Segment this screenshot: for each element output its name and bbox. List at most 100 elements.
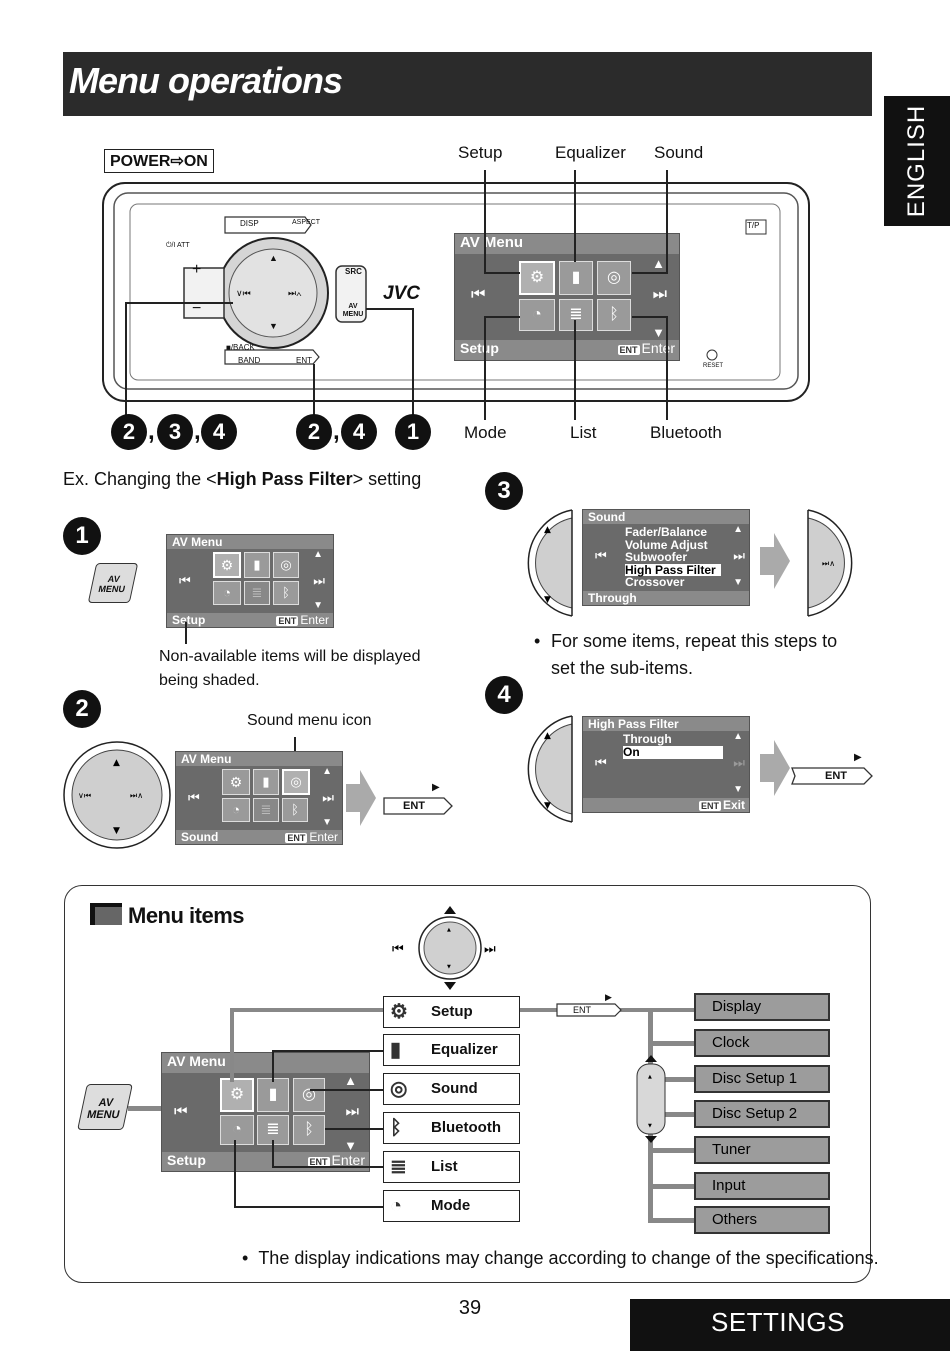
setup-sub-item-tuner[interactable]: Tuner [694, 1136, 830, 1164]
control-dial-partial[interactable]: ▲ ▼ [524, 714, 580, 824]
volume-minus-button[interactable]: − [192, 300, 202, 317]
page-title: Menu operations [69, 60, 343, 101]
svg-text:▼: ▼ [544, 801, 551, 811]
reset-button[interactable]: RESET [703, 363, 724, 369]
hpf-option-list: Through On [623, 733, 723, 759]
control-dial[interactable]: ▲ ▼ ∨⏮ ⏭∧ [62, 740, 172, 850]
language-tab-label: ENGLISH [903, 104, 930, 218]
control-dial-partial[interactable]: ▲ ▼ [524, 508, 580, 618]
menu-item-equalizer[interactable]: ▮ Equalizer [383, 1034, 520, 1066]
setup-sub-item-clock[interactable]: Clock [694, 1029, 830, 1057]
speaker-icon: ◎ [293, 1078, 325, 1112]
back-button[interactable]: ■/BACK [226, 343, 255, 352]
step-marker-1: 1 [395, 414, 431, 450]
menu-items-note: • The display indications may change acc… [242, 1248, 879, 1268]
screen-header: AV Menu [455, 234, 679, 254]
svg-text:▲: ▲ [544, 731, 551, 741]
callout-setup: Setup [458, 143, 503, 162]
play-indicator-icon: ▶ [605, 992, 612, 1002]
menu-ent-button[interactable]: ENT [573, 1005, 591, 1015]
tp-button[interactable]: T/P [747, 221, 760, 230]
disp-button[interactable]: DISP [240, 219, 259, 228]
step2-ent-button[interactable]: ENT [403, 800, 425, 812]
prev-icon: ⏮ [595, 755, 607, 770]
list-item-selected[interactable]: On [623, 746, 723, 759]
screen-header: AV Menu [167, 535, 333, 549]
list-item-selected[interactable]: High Pass Filter [625, 563, 721, 576]
step-marker-2: 2 [296, 414, 332, 450]
bluetooth-icon: ᛒ [597, 299, 631, 331]
setup-sub-item-others[interactable]: Others [694, 1206, 830, 1234]
equalizer-icon: ▮ [390, 1039, 402, 1061]
setup-sub-item-disc-setup-1[interactable]: Disc Setup 1 [694, 1065, 830, 1093]
av-menu-key[interactable]: AV MENU [87, 563, 139, 603]
play-indicator-icon: ▶ [854, 752, 862, 763]
up-arrow-icon: ▲ [322, 766, 332, 777]
power-on-label: POWER⇨ON [104, 149, 214, 173]
svg-text:∨⏮: ∨⏮ [78, 791, 91, 800]
src-button[interactable]: SRC [345, 267, 362, 276]
setup-sub-item-input[interactable]: Input [694, 1172, 830, 1200]
menu-item-sound[interactable]: ◎ Sound [383, 1073, 520, 1105]
equalizer-icon: ▮ [244, 552, 270, 578]
setup-sub-item-display[interactable]: Display [694, 993, 830, 1021]
scroll-dial[interactable]: ▲ ▼ [634, 1054, 668, 1144]
control-dial-partial-right[interactable]: ⏭∧ [804, 508, 864, 618]
play-indicator-icon: ▶ [432, 782, 440, 793]
step4-ent-button[interactable]: ENT [825, 770, 847, 782]
menu-items-panel [64, 885, 871, 1283]
ent-button[interactable]: ENT [296, 356, 312, 365]
screen-header: AV Menu [176, 752, 342, 766]
mode-icon: ◔ [220, 1115, 254, 1145]
av-menu-button[interactable]: AV MENU [342, 303, 364, 318]
list-item[interactable]: Volume Adjust [625, 537, 708, 552]
control-dial-next-icon[interactable]: ⏭∧ [288, 288, 302, 298]
band-button[interactable]: BAND [238, 356, 261, 365]
navigation-dial[interactable]: ⏮ ⏭ ▲ ▼ [390, 904, 510, 992]
mode-icon: ◔ [519, 299, 555, 331]
step-1-number: 1 [63, 517, 101, 555]
list-item[interactable]: Crossover [625, 575, 685, 589]
av-menu-key[interactable]: AV MENU [77, 1084, 133, 1130]
aspect-button[interactable]: ASPECT [292, 219, 321, 226]
att-button[interactable]: ⏻/I ATT [166, 242, 190, 249]
prev-icon: ⏮ [188, 790, 200, 805]
step-marker-2: 2 [111, 414, 147, 450]
down-arrow-icon: ▼ [733, 784, 743, 795]
control-dial-up-icon[interactable]: ▲ [269, 253, 278, 263]
list-icon: ≣ [559, 299, 593, 331]
list-item[interactable]: Through [623, 732, 672, 746]
step-4-number: 4 [485, 676, 523, 714]
section-tab-label: SETTINGS [710, 1307, 845, 1337]
svg-text:▲: ▲ [648, 1074, 652, 1080]
setup-sub-item-disc-setup-2[interactable]: Disc Setup 2 [694, 1100, 830, 1128]
svg-text:▲: ▲ [544, 525, 551, 535]
list-item[interactable]: Subwoofer [625, 550, 687, 564]
callout-equalizer: Equalizer [555, 143, 626, 162]
mode-icon: ◔ [222, 798, 250, 822]
control-dial-down-icon[interactable]: ▼ [269, 321, 278, 331]
equalizer-icon: ▮ [559, 261, 593, 295]
menu-item-setup[interactable]: ⚙ Setup [383, 996, 520, 1028]
speaker-icon: ◎ [273, 552, 299, 578]
menu-item-list[interactable]: ≣ List [383, 1151, 520, 1183]
mode-icon: ◔ [213, 581, 241, 605]
gear-icon: ⚙ [222, 769, 250, 795]
up-arrow-icon: ▲ [733, 731, 743, 742]
menu-item-mode[interactable]: ◔ Mode [383, 1190, 520, 1222]
volume-plus-button[interactable]: + [192, 261, 202, 278]
arrow-right-icon [760, 740, 790, 796]
sound-menu-icon-label: Sound menu icon [247, 712, 372, 729]
control-dial-prev-icon[interactable]: ∨⏮ [236, 288, 251, 298]
list-item[interactable]: Fader/Balance [625, 525, 708, 539]
prev-icon: ⏮ [179, 573, 191, 588]
separator: , [148, 418, 155, 445]
gear-icon: ⚙ [220, 1078, 254, 1112]
step4-ent-button-shape [791, 767, 873, 785]
page-title-bar: Menu operations [63, 52, 872, 116]
menu-item-bluetooth[interactable]: ᛒ Bluetooth [383, 1112, 520, 1144]
